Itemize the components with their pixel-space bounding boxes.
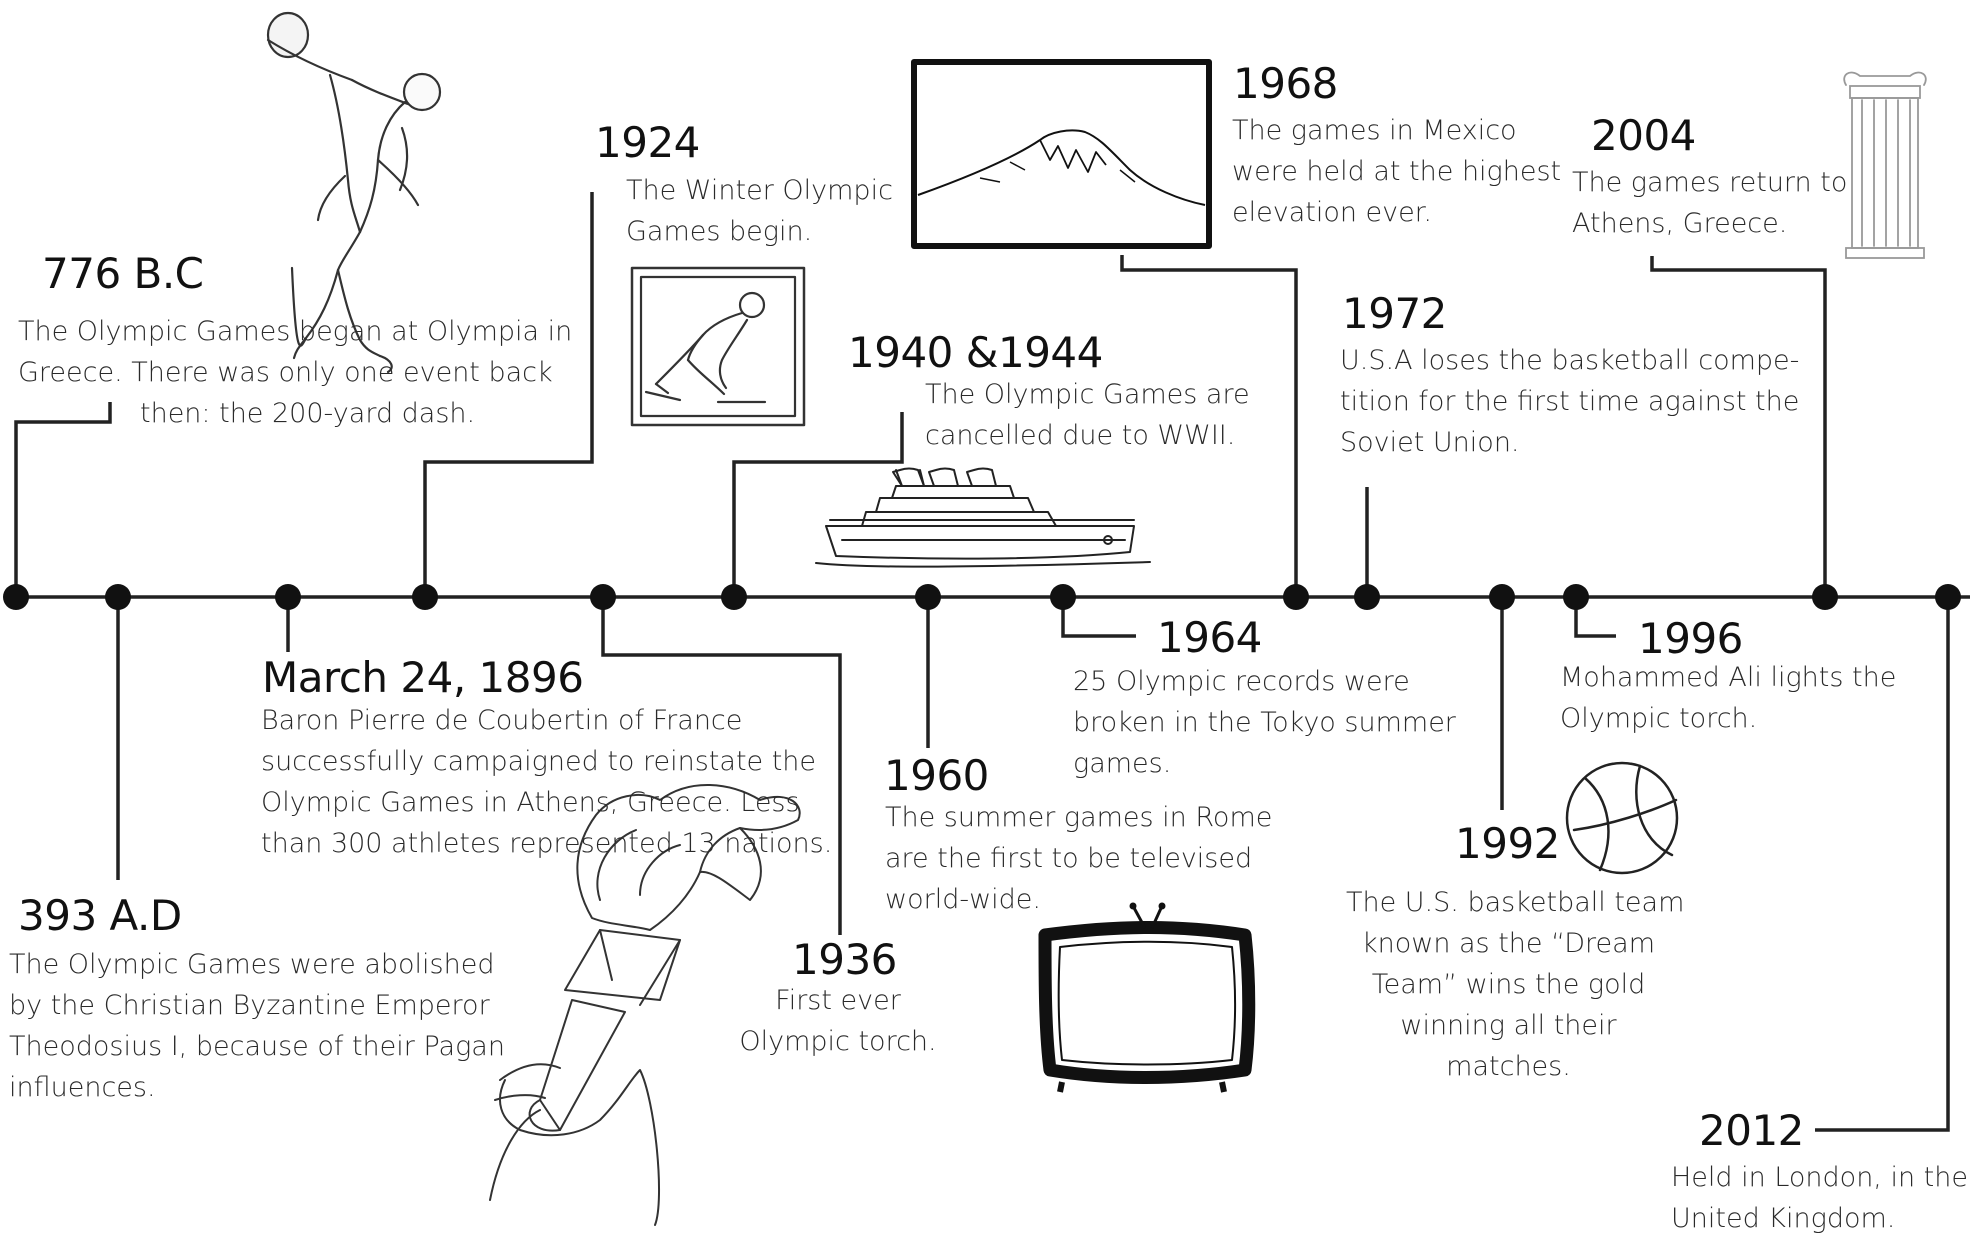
event-desc-1972: U.S.A loses the basketball compe- tition… <box>1340 345 1800 458</box>
basketball-icon <box>1565 761 1679 875</box>
event-year-1936: 1936 <box>792 935 897 984</box>
node-1960 <box>915 584 941 610</box>
node-2004 <box>1812 584 1838 610</box>
olympic-torch-icon <box>489 783 801 1226</box>
node-1940 <box>721 584 747 610</box>
node-1936 <box>590 584 616 610</box>
discus-thrower-statue-icon <box>266 11 442 374</box>
event-desc-2004: The games return to Athens, Greece. <box>1572 167 1848 239</box>
event-desc-1964: 25 Olympic records were broken in the To… <box>1073 666 1456 779</box>
connector-1936 <box>601 597 842 935</box>
node-1924 <box>412 584 438 610</box>
ocean-liner-icon <box>815 467 1151 568</box>
event-year-1972: 1972 <box>1342 289 1447 338</box>
connector-776bc <box>14 402 112 597</box>
event-year-2012: 2012 <box>1699 1106 1804 1155</box>
event-desc-1996: Mohammed Ali lights the Olympic torch. <box>1560 662 1897 734</box>
node-776bc <box>3 584 29 610</box>
connector-1924 <box>423 192 594 597</box>
greek-column-icon <box>1843 71 1927 259</box>
event-desc-1992: The U.S. basketball team known as the “D… <box>1346 887 1685 1082</box>
connector-1940 <box>732 412 904 597</box>
event-year-1960: 1960 <box>884 751 989 800</box>
event-year-2004: 2004 <box>1591 111 1696 160</box>
event-desc-1924: The Winter Olympic Games begin. <box>626 175 893 247</box>
event-desc-776bc: The Olympic Games began at Olympia in Gr… <box>18 316 573 429</box>
node-1992 <box>1489 584 1515 610</box>
connector-2012 <box>1815 597 1950 1132</box>
mountain-framed-icon <box>911 59 1212 249</box>
event-year-393ad: 393 A.D <box>18 891 182 940</box>
node-1964 <box>1050 584 1076 610</box>
event-year-1896: March 24, 1896 <box>262 653 584 702</box>
event-year-1992: 1992 <box>1455 819 1560 868</box>
event-year-776bc: 776 B.C <box>42 249 204 298</box>
node-393ad <box>105 584 131 610</box>
event-year-1996: 1996 <box>1638 614 1743 663</box>
speed-skater-icon <box>630 266 806 427</box>
television-icon <box>1038 902 1256 1093</box>
node-1996 <box>1563 584 1589 610</box>
event-desc-1940: The Olympic Games are cancelled due to W… <box>925 379 1250 451</box>
node-1972 <box>1354 584 1380 610</box>
event-desc-2012: Held in London, in the United Kingdom. <box>1671 1162 1968 1234</box>
event-desc-393ad: The Olympic Games were abolished by the … <box>9 949 505 1103</box>
node-1896 <box>275 584 301 610</box>
node-1968 <box>1283 584 1309 610</box>
connector-1968 <box>1120 255 1298 597</box>
event-desc-1968: The games in Mexico were held at the hig… <box>1232 115 1562 228</box>
event-year-1968: 1968 <box>1233 59 1338 108</box>
node-2012 <box>1935 584 1961 610</box>
event-desc-1896: Baron Pierre de Coubertin of France succ… <box>261 705 833 859</box>
event-desc-1960: The summer games in Rome are the first t… <box>885 802 1273 915</box>
event-year-1940: 1940 &1944 <box>848 328 1103 377</box>
event-desc-1936: First ever Olympic torch. <box>739 985 937 1057</box>
connector-2004 <box>1650 256 1827 597</box>
event-year-1964: 1964 <box>1157 613 1262 662</box>
event-year-1924: 1924 <box>595 118 700 167</box>
